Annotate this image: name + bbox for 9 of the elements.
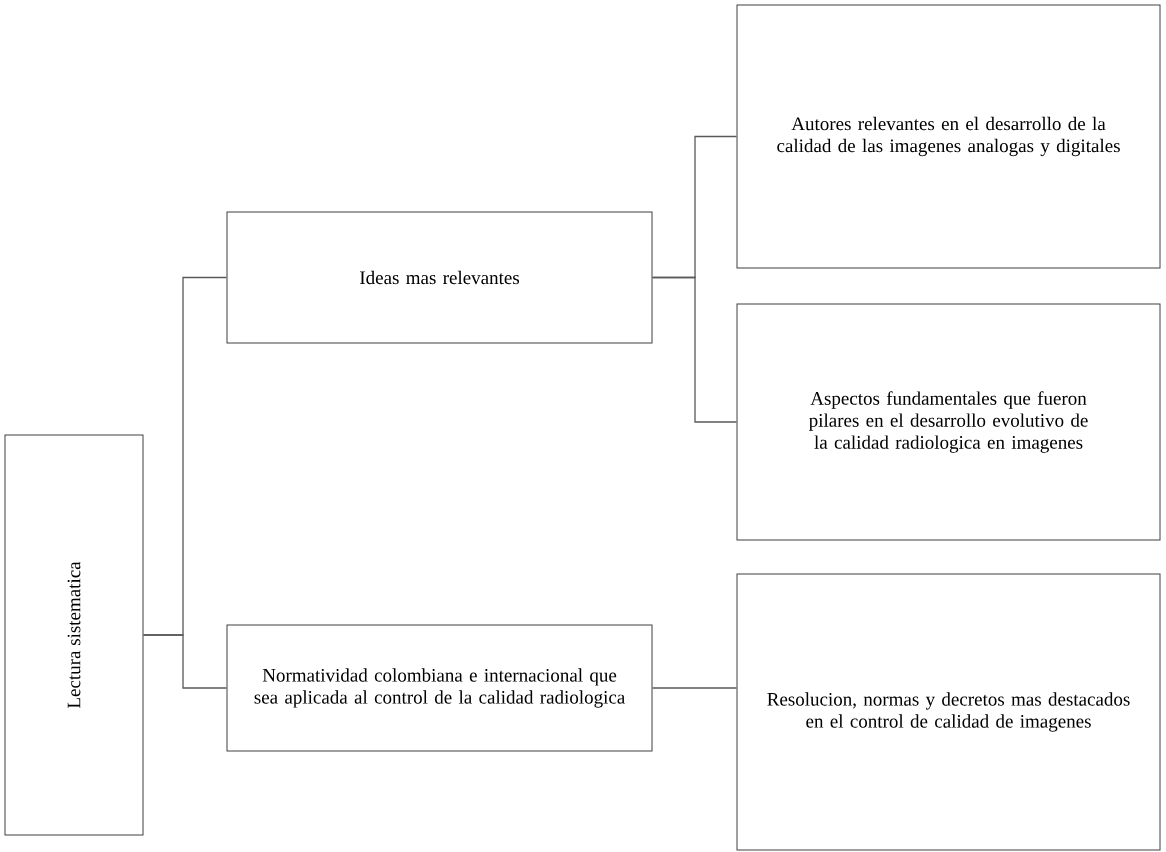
text-box: Aspectos fundamentales que fueron pilares en el desarrollo evolutivo de la calidad radiologica en imagenes xyxy=(736,303,1161,541)
text-box: Normatividad colombiana e internacional que sea aplicada al control de la calidad radiologica xyxy=(226,624,653,752)
connector-line xyxy=(142,634,228,689)
text-box: Autores relevantes en el desarrollo de la calidad de las imagenes analogas y digitales xyxy=(736,4,1161,269)
text-box: Lectura sistematica xyxy=(4,434,144,836)
connector-line xyxy=(651,687,738,689)
text-box: Ideas mas relevantes xyxy=(226,211,653,344)
connector-line xyxy=(651,276,738,423)
text-box: Resolucion, normas y decretos mas destacados en el control de calidad de imagenes xyxy=(736,573,1161,851)
